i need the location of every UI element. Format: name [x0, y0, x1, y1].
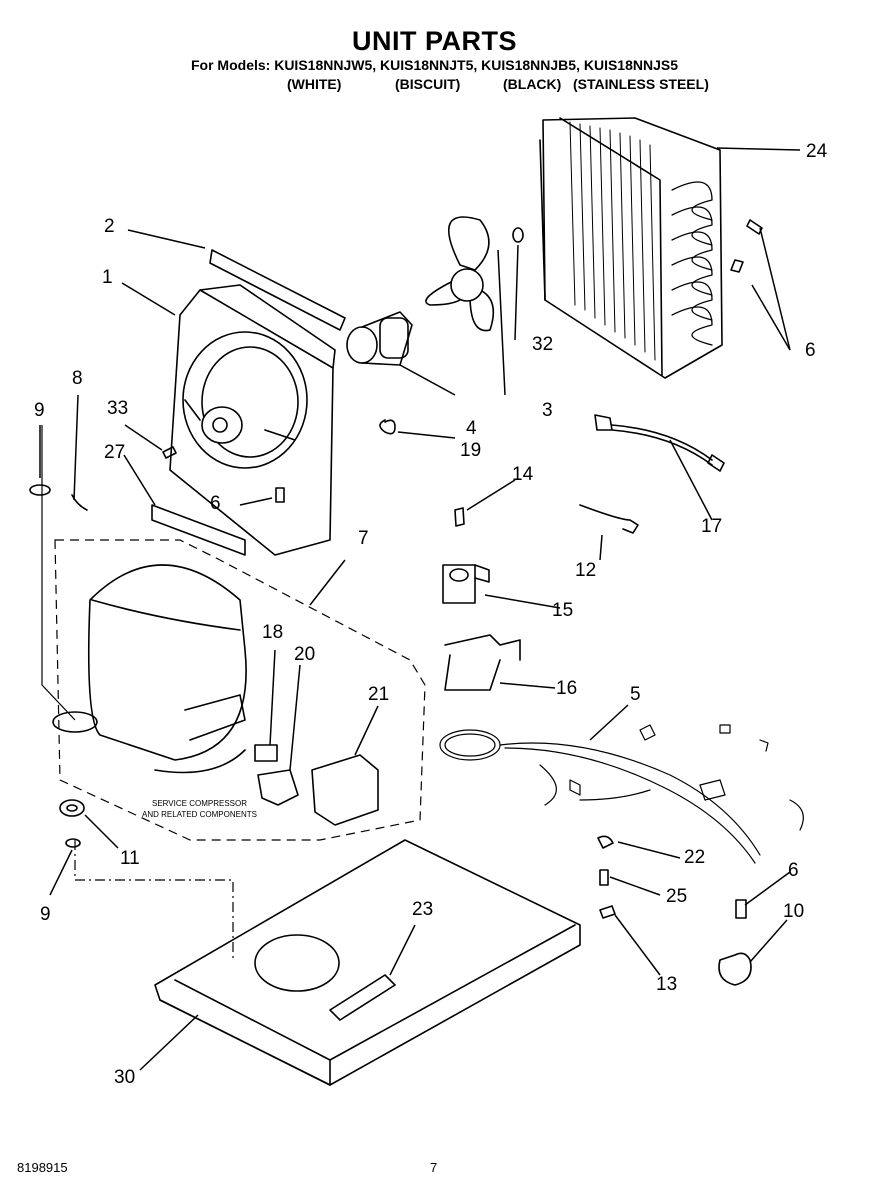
callout-10: 10	[783, 901, 804, 922]
color-variants: (WHITE) (BISCUIT) (BLACK) (STAINLESS STEEL)	[287, 76, 709, 92]
screw-icon	[730, 219, 763, 273]
callout-23: 23	[412, 899, 433, 920]
overload	[254, 744, 278, 762]
callout-7: 7	[358, 528, 369, 549]
compressor	[52, 564, 247, 774]
document-number: 8198915	[17, 1160, 68, 1175]
callout-17: 17	[701, 516, 722, 537]
callout-15: 15	[552, 600, 573, 621]
callout-16: 16	[556, 678, 577, 699]
callout-18: 18	[262, 622, 283, 643]
callout-9-bottom: 9	[40, 904, 51, 925]
callout-12: 12	[575, 560, 596, 581]
callout-11: 11	[120, 848, 140, 869]
callout-13: 13	[656, 974, 677, 995]
callout-30: 30	[114, 1067, 135, 1088]
callout-1: 1	[102, 267, 113, 288]
color-black: (BLACK)	[503, 76, 562, 92]
callout-22: 22	[684, 847, 705, 868]
callout-8: 8	[72, 368, 83, 389]
color-biscuit: (BISCUIT)	[395, 76, 461, 92]
page-number: 7	[430, 1160, 438, 1175]
condenser-coil	[539, 117, 723, 379]
fan-shroud	[169, 284, 336, 556]
callout-6-mid: 6	[210, 493, 221, 514]
callout-25: 25	[666, 886, 687, 907]
bracket	[151, 504, 246, 556]
washer-icon	[512, 227, 524, 243]
base-pan	[154, 839, 581, 1086]
seal-strip	[209, 249, 346, 331]
callout-21: 21	[368, 684, 389, 705]
fan-blade	[425, 216, 495, 332]
callout-4: 4	[466, 418, 477, 439]
callout-33: 33	[107, 398, 128, 419]
relay	[257, 769, 299, 806]
page-title: UNIT PARTS	[352, 26, 517, 56]
capacitor	[311, 754, 379, 826]
callout-20: 20	[294, 644, 315, 665]
callout-5: 5	[630, 684, 641, 705]
callout-32: 32	[532, 334, 553, 355]
callout-3: 3	[542, 400, 553, 421]
fan-motor	[346, 311, 413, 366]
callout-9-top: 9	[34, 400, 45, 421]
color-white: (WHITE)	[287, 76, 342, 92]
callout-6-lower: 6	[788, 860, 799, 881]
callout-6-right: 6	[805, 340, 816, 361]
callout-19: 19	[460, 440, 481, 461]
callout-24: 24	[806, 141, 828, 162]
color-stainless: (STAINLESS STEEL)	[573, 76, 709, 92]
callout-27: 27	[104, 442, 125, 463]
service-note-line1: SERVICE COMPRESSOR	[152, 799, 247, 808]
callout-2: 2	[104, 216, 115, 237]
models-line: For Models: KUIS18NNJW5, KUIS18NNJT5, KU…	[190, 57, 679, 73]
service-note-line2: AND RELATED COMPONENTS	[142, 810, 257, 819]
callout-14: 14	[512, 464, 534, 485]
